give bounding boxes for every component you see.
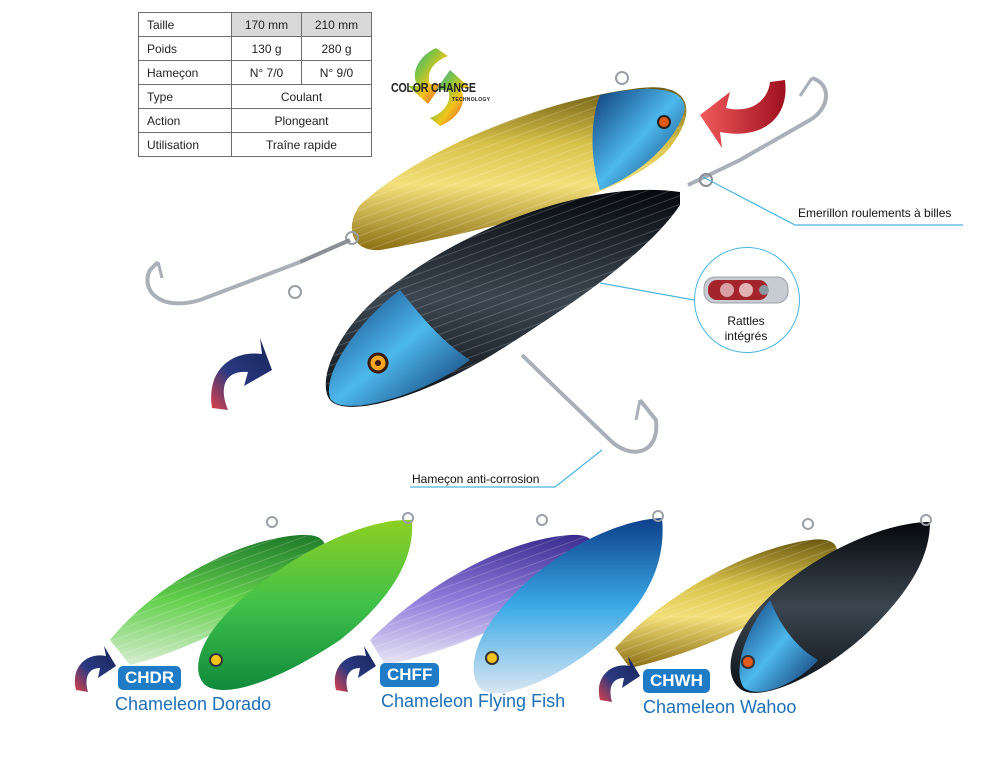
product-code-badge: CHWH <box>643 669 710 693</box>
spec-label: Hameçon <box>138 60 232 85</box>
product-code-badge: CHDR <box>118 666 182 690</box>
wahoo-lure <box>288 189 680 407</box>
belly-hook <box>520 353 659 454</box>
spec-value: N° 7/0 <box>231 60 302 85</box>
spec-label: Action <box>138 108 232 133</box>
spec-value: 280 g <box>301 36 372 61</box>
rotate-arrow-small-3-icon <box>598 656 640 702</box>
rattle-label: Rattles intégrés <box>694 314 798 344</box>
callout-swivel: Emerillon roulements à billes <box>798 206 952 220</box>
flying-fish-lures <box>370 510 664 694</box>
gold-lure-hook <box>145 238 351 306</box>
dorado-lures <box>110 512 414 690</box>
callout-hook: Hameçon anti-corrosion <box>412 472 540 486</box>
spec-row-hamecon: Hameçon N° 7/0 N° 9/0 <box>138 60 372 85</box>
rotate-arrow-small-1-icon <box>74 646 116 692</box>
rotate-arrow-red-icon <box>700 80 786 148</box>
wahoo-lures-small <box>615 514 932 693</box>
rattle-label-line1: Rattles <box>727 314 765 328</box>
spec-value: Traîne rapide <box>231 132 372 157</box>
spec-value: 170 mm <box>231 12 302 37</box>
product-name: Chameleon Dorado <box>115 694 272 714</box>
product-name: Chameleon Wahoo <box>643 697 797 717</box>
spec-label: Utilisation <box>138 132 232 157</box>
spec-row-poids: Poids 130 g 280 g <box>138 36 372 61</box>
top-hook <box>687 76 828 187</box>
spec-value: Plongeant <box>231 108 372 133</box>
callout-lines <box>410 176 963 488</box>
spec-value: Coulant <box>231 84 372 109</box>
spec-row-utilisation: Utilisation Traîne rapide <box>138 132 372 157</box>
rattle-label-line2: intégrés <box>724 329 768 343</box>
color-change-subtitle: TECHNOLOGY <box>452 97 491 103</box>
spec-label: Type <box>138 84 232 109</box>
gold-lure <box>345 71 687 251</box>
color-change-title: COLOR CHANGE <box>391 80 476 95</box>
rotate-arrow-navy-icon <box>211 338 272 410</box>
product-name: Chameleon Flying Fish <box>381 691 566 711</box>
spec-label: Taille <box>138 12 232 37</box>
spec-value: N° 9/0 <box>301 60 372 85</box>
spec-row-taille: Taille 170 mm 210 mm <box>138 12 372 37</box>
specs-table: Taille 170 mm 210 mm Poids 130 g 280 g H… <box>138 12 372 157</box>
rattle-inset-graphic <box>703 276 789 304</box>
color-change-logo <box>408 48 470 126</box>
spec-row-type: Type Coulant <box>138 84 372 109</box>
spec-row-action: Action Plongeant <box>138 108 372 133</box>
product-code-badge: CHFF <box>380 663 440 687</box>
spec-value: 210 mm <box>301 12 372 37</box>
rotate-arrow-small-2-icon <box>334 646 376 692</box>
